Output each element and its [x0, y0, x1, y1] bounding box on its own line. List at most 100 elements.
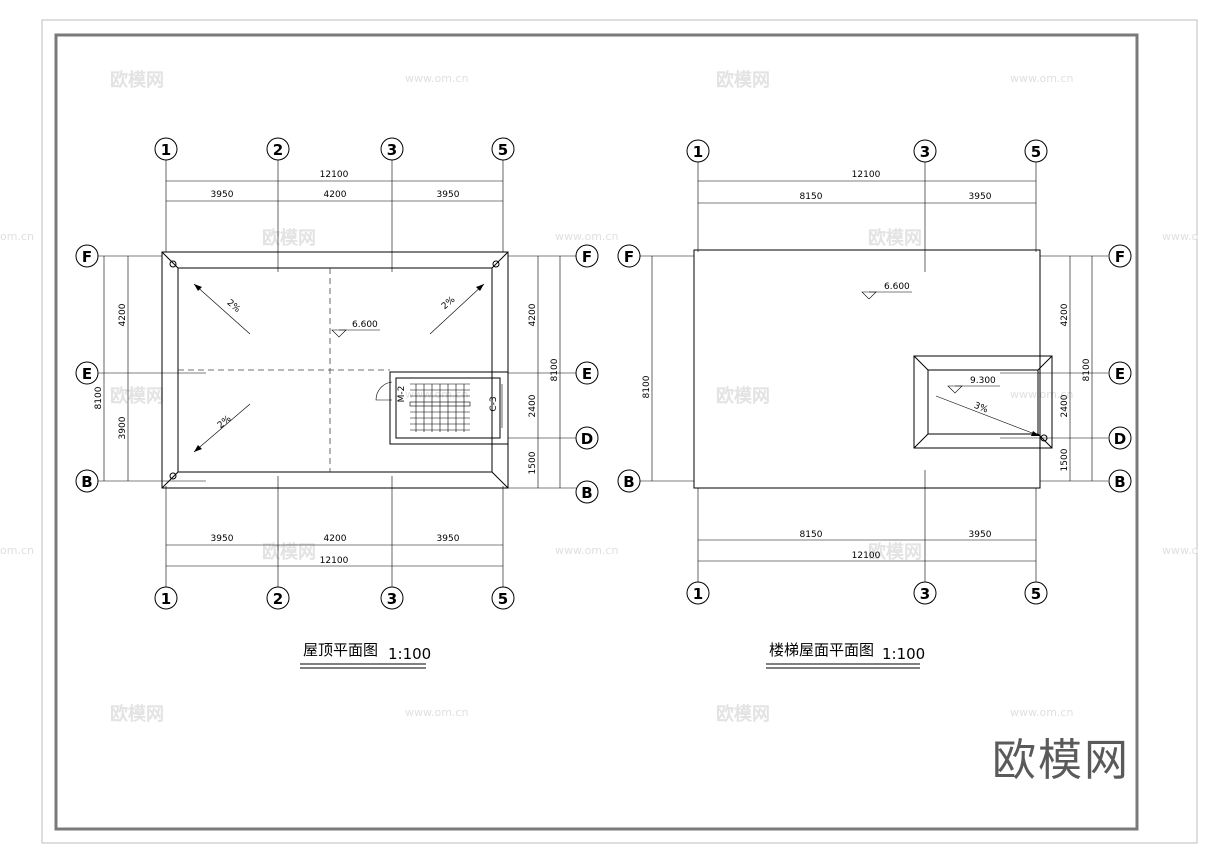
axis-bubble: 3 [913, 581, 937, 605]
dim-overall-top: 12100 [852, 170, 881, 180]
axis-bubble: 2 [266, 586, 290, 610]
roof-corner-line [491, 251, 509, 269]
elevation-label: 9.300 [970, 376, 996, 386]
axis-bubble: 5 [1024, 139, 1048, 163]
slope-arrow-head [194, 445, 202, 452]
door-swing-arc [375, 381, 393, 401]
svg-text:D: D [581, 430, 593, 448]
dim-segment-bottom: 3950 [969, 530, 992, 540]
svg-text:E: E [1115, 365, 1125, 383]
axis-bubble: B [75, 469, 99, 493]
watermark-url: www.om.cn [555, 544, 618, 557]
stair-treads [410, 383, 470, 432]
svg-text:B: B [623, 473, 634, 491]
slope-arrow [429, 283, 485, 335]
dim-segment-top: 3950 [969, 192, 992, 202]
svg-text:3: 3 [920, 585, 930, 603]
axis-bubble: 1 [686, 139, 710, 163]
roof-drain-icon [169, 472, 177, 480]
svg-text:5: 5 [1031, 143, 1041, 161]
slope-arrow-head [476, 284, 484, 291]
slope-label: 2% [225, 298, 243, 315]
dim-overall-right: 8100 [1082, 358, 1092, 381]
roof-corner-line [913, 355, 929, 371]
svg-text:B: B [81, 473, 92, 491]
dim-segment-right: 4200 [1060, 303, 1070, 326]
watermark-brand: 欧模网 [716, 69, 770, 91]
elevation-label: 6.600 [884, 282, 910, 292]
axis-bubble: 5 [1024, 581, 1048, 605]
watermark-url: www.om.cn [1010, 72, 1073, 85]
svg-text:1: 1 [693, 143, 703, 161]
axis-bubble: 1 [686, 581, 710, 605]
roof-drain-icon [169, 260, 177, 268]
window-tag: C-3 [489, 396, 499, 411]
svg-text:3: 3 [920, 143, 930, 161]
dim-segment-right: 2400 [1060, 394, 1070, 417]
svg-text:5: 5 [1031, 585, 1041, 603]
roof-drain-icon [492, 260, 500, 268]
elevation-marker-icon [861, 291, 877, 300]
dim-segment-left: 3900 [118, 416, 128, 439]
roof-drain-icon [1040, 434, 1048, 442]
axis-bubble: B [617, 469, 641, 493]
dim-overall-right: 8100 [550, 358, 560, 381]
slope-arrow [935, 395, 1041, 437]
dim-segment-bottom: 4200 [324, 534, 347, 544]
axis-bubble: F [1108, 244, 1132, 268]
svg-text:F: F [82, 248, 92, 266]
axis-bubble: 3 [380, 586, 404, 610]
axis-bubble: E [75, 361, 99, 385]
sheet-outer-border [41, 19, 1198, 844]
axis-bubble: 5 [491, 137, 515, 161]
svg-text:F: F [624, 248, 634, 266]
dim-overall-top: 12100 [320, 170, 349, 180]
stair-core-inner [395, 377, 501, 439]
watermark-url: www.om.cn [405, 388, 468, 401]
watermark-url: www.om.cn [1010, 388, 1073, 401]
axis-bubble: 3 [913, 139, 937, 163]
roof-corner-line [1037, 355, 1053, 371]
door-tag: M-2 [397, 386, 407, 403]
svg-text:F: F [582, 248, 592, 266]
roof-outline [693, 249, 1041, 489]
drawing-title: 楼梯屋面平面图 [769, 641, 874, 659]
slope-arrow [193, 283, 251, 335]
svg-text:5: 5 [498, 141, 508, 159]
roof-corner-line [913, 433, 929, 449]
watermark-brand: 欧模网 [110, 703, 164, 725]
elevation-label: 6.600 [352, 320, 378, 330]
watermark-layer: 欧模网 www.om.cn 欧模网 www.om.cn om.cn 欧模网 ww… [0, 69, 1198, 725]
svg-text:1: 1 [693, 585, 703, 603]
axis-bubble: F [575, 244, 599, 268]
axis-bubble: 5 [491, 586, 515, 610]
watermark-url: www.o [1162, 544, 1198, 557]
watermark-brand: 欧模网 [716, 703, 770, 725]
axis-bubble: F [617, 244, 641, 268]
drawing-title: 屋顶平面图 [303, 641, 378, 659]
svg-text:E: E [582, 365, 592, 383]
drawing-scale: 1:100 [882, 645, 925, 663]
svg-text:2: 2 [273, 590, 283, 608]
dim-segment-right: 1500 [1060, 448, 1070, 471]
watermark-brand: 欧模网 [262, 227, 316, 249]
slope-label: 2% [440, 295, 458, 312]
svg-text:3: 3 [387, 590, 397, 608]
stair-roof-inner [927, 369, 1039, 435]
svg-text:D: D [1114, 430, 1126, 448]
slope-arrow [193, 403, 251, 453]
dim-segment-bottom: 3950 [211, 534, 234, 544]
watermark-brand: 欧模网 [110, 69, 164, 91]
dim-segment-top: 3950 [437, 190, 460, 200]
axis-bubble: D [1108, 426, 1132, 450]
slope-arrow-head [194, 284, 202, 291]
slope-label: 3% [972, 401, 989, 416]
roof-corner-line [491, 471, 509, 489]
svg-text:1: 1 [161, 141, 171, 159]
dim-segment-bottom: 3950 [437, 534, 460, 544]
axis-bubble: 3 [380, 137, 404, 161]
svg-text:E: E [82, 365, 92, 383]
axis-bubble: E [575, 361, 599, 385]
sheet-inner-border [54, 33, 1139, 831]
